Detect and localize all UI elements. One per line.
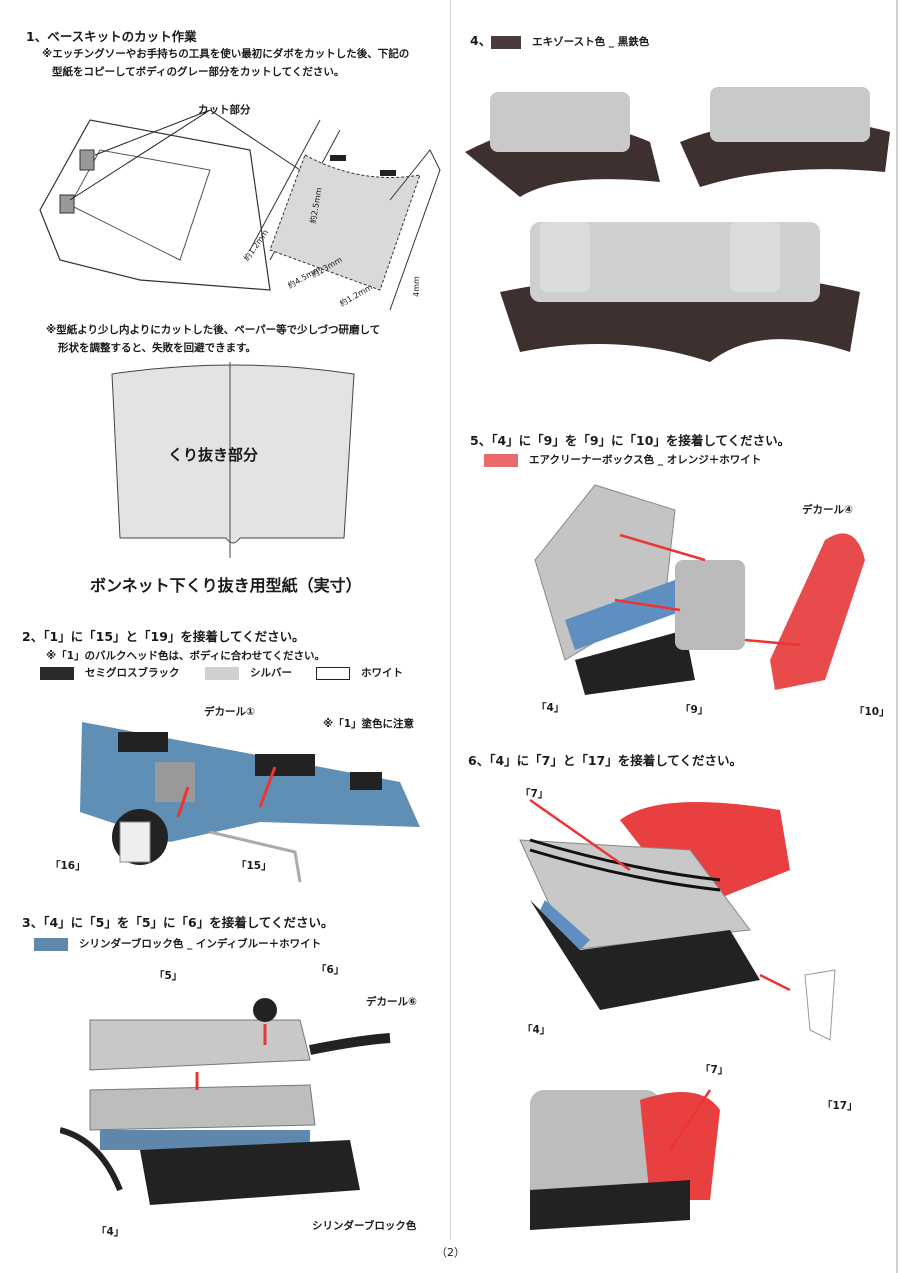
part-15-label: 「15」 bbox=[236, 860, 272, 872]
part-7-label-lower: 「7」 bbox=[700, 1064, 729, 1076]
part-9-label: 「9」 bbox=[680, 704, 709, 716]
part-4-label: 「4」 bbox=[536, 702, 565, 714]
step1-tip-line2: 形状を調整すると、失敗を回避できます。 bbox=[58, 342, 257, 354]
template-caption: ボンネット下くり抜き用型紙（実寸） bbox=[90, 576, 362, 595]
step1-note-line2: 型紙をコピーしてボディのグレー部分をカットしてください。 bbox=[52, 66, 345, 78]
swatch-exhaust bbox=[491, 35, 522, 49]
swatch-blue bbox=[34, 937, 68, 951]
part-4-label: 「4」 bbox=[522, 1024, 551, 1036]
swatch-white bbox=[316, 666, 350, 680]
cut-area-label: カット部分 bbox=[198, 104, 251, 116]
paint-caution-label: ※「1」塗色に注意 bbox=[323, 718, 415, 730]
bulkhead-illustration bbox=[80, 722, 420, 883]
swatch-black bbox=[40, 666, 74, 680]
dim-6: 4mm bbox=[411, 276, 421, 297]
part-4-label: 「4」 bbox=[96, 1226, 125, 1238]
part-5-label: 「5」 bbox=[154, 970, 183, 982]
part-7-label: 「7」 bbox=[520, 788, 549, 800]
legend-label: シリンダーブロック色 _ インディブルー＋ホワイト bbox=[78, 938, 322, 950]
step5-title: 5、「4」に「9」を「9」に「10」を接着してください。 bbox=[470, 433, 791, 448]
step3-title: 3、「4」に「5」を「5」に「6」を接着してください。 bbox=[22, 915, 334, 930]
legend-label: エキゾースト色 _ 黒鉄色 bbox=[532, 36, 650, 48]
step6-title: 6、「4」に「7」と「17」を接着してください。 bbox=[468, 753, 742, 768]
legend-label: ホワイト bbox=[360, 667, 403, 679]
engine-block-illustration bbox=[60, 998, 391, 1205]
swatch-silver bbox=[205, 666, 239, 680]
engine-airbox-illustration bbox=[534, 484, 865, 695]
step1-note-line1: ※エッチングソーやお手持ちの工具を使い最初にダボをカットした後、下記の bbox=[42, 48, 410, 60]
exhaust-manifold-illustration bbox=[465, 87, 890, 362]
decal-6-label: デカール⑥ bbox=[366, 996, 417, 1008]
page-number: （2） bbox=[436, 1246, 465, 1259]
bonnet-template bbox=[111, 362, 355, 558]
template-cutout-label: くり抜き部分 bbox=[168, 446, 259, 464]
step2-note: ※「1」のバルクヘッド色は、ボディに合わせてください。 bbox=[46, 650, 325, 662]
decal-1-label: デカール① bbox=[204, 706, 255, 718]
engine-assembly-illustration bbox=[519, 798, 836, 1230]
body-cut-diagram bbox=[39, 110, 441, 310]
part-6-label: 「6」 bbox=[316, 964, 345, 976]
step2-title: 2、「1」に「15」と「19」を接着してください。 bbox=[22, 629, 305, 644]
part-16-label: 「16」 bbox=[50, 860, 86, 872]
color-legend-silver: シルバー bbox=[205, 665, 292, 680]
legend-label: エアクリーナーボックス色 _ オレンジ＋ホワイト bbox=[528, 454, 762, 466]
color-legend-black: セミグロスブラック bbox=[40, 665, 179, 680]
cylinder-block-color-label: シリンダーブロック色 bbox=[312, 1220, 417, 1232]
page-edge bbox=[896, 0, 898, 1273]
legend-label: セミグロスブラック bbox=[84, 667, 180, 679]
legend-label: シルバー bbox=[249, 667, 292, 679]
color-legend-block: シリンダーブロック色 _ インディブルー＋ホワイト bbox=[34, 936, 321, 951]
color-legend-white: ホワイト bbox=[316, 665, 403, 680]
step1-title: 1、ベースキットのカット作業 bbox=[26, 29, 197, 44]
swatch-orange bbox=[484, 453, 518, 467]
color-legend-airbox: エアクリーナーボックス色 _ オレンジ＋ホワイト bbox=[484, 452, 761, 467]
step4-title: 4、 bbox=[470, 33, 492, 48]
step1-tip-line1: ※型紙より少し内よりにカットした後、ペーパー等で少しづつ研磨して bbox=[46, 324, 381, 336]
decal-4-label: デカール④ bbox=[802, 504, 853, 516]
part-10-label: 「10」 bbox=[854, 706, 890, 718]
step4-legend: 4、 エキゾースト色 _ 黒鉄色 bbox=[470, 30, 649, 49]
part-17-label: 「17」 bbox=[822, 1100, 858, 1112]
column-divider bbox=[450, 0, 451, 1240]
